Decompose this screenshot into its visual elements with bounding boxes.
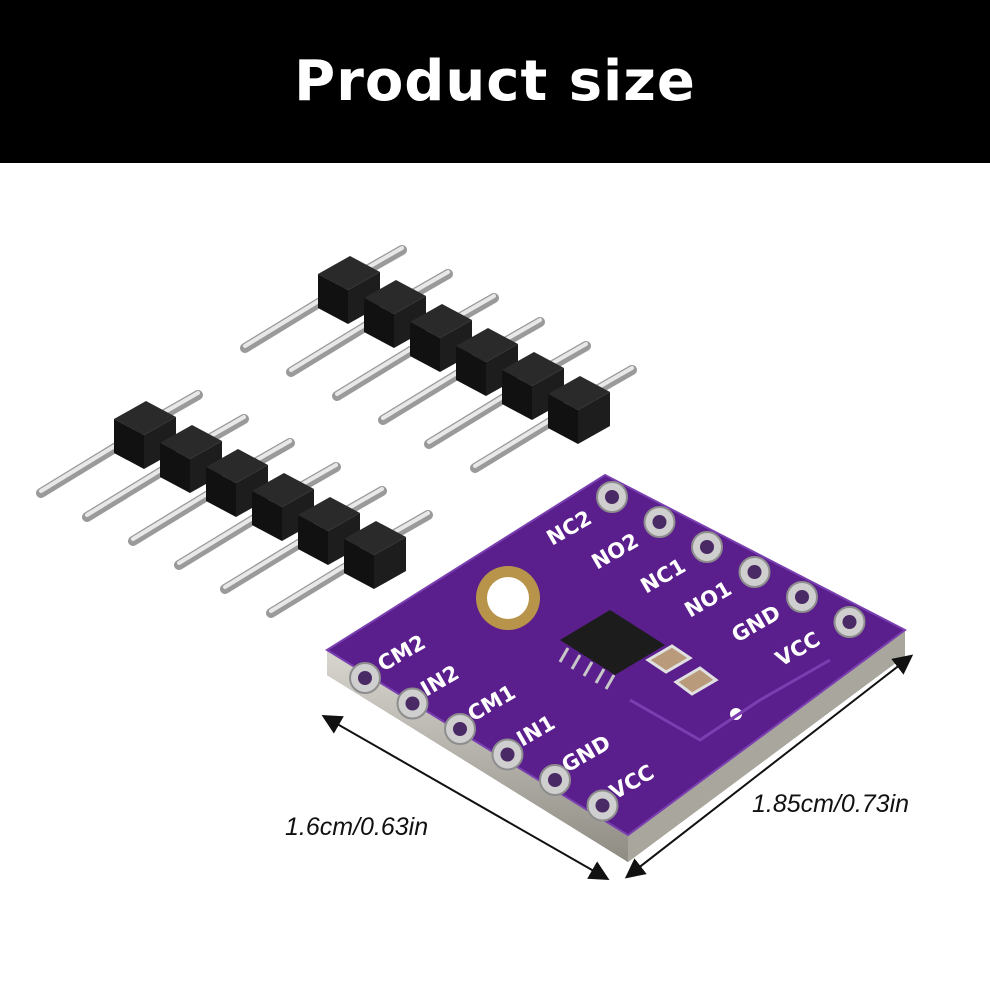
- solder-pad: [643, 506, 676, 538]
- header-pin: [378, 317, 545, 425]
- solder-pad: [491, 738, 524, 771]
- solder-pad: [396, 687, 429, 720]
- header-pin: [286, 269, 453, 377]
- header-pin: [220, 486, 387, 594]
- pin-header-strip: [240, 245, 637, 473]
- dimension-width: 1.6cm/0.63in: [285, 715, 610, 880]
- solder-pad: [596, 481, 628, 513]
- length-label: 1.85cm/0.73in: [752, 790, 909, 818]
- header-pin: [36, 390, 203, 498]
- header-pin: [424, 341, 591, 449]
- solder-pad: [833, 606, 866, 638]
- header-pin: [266, 510, 433, 618]
- pin-header-strip: [36, 390, 433, 618]
- dimension-length: 1.85cm/0.73in: [624, 654, 914, 879]
- title-banner: Product size: [0, 0, 990, 163]
- header-pin: [128, 438, 295, 546]
- header-pin: [332, 293, 499, 401]
- solder-pad: [786, 581, 818, 613]
- header-pin: [470, 365, 637, 473]
- solder-pad: [738, 556, 771, 588]
- solder-pad: [691, 531, 723, 563]
- page-title: Product size: [294, 49, 696, 114]
- width-label: 1.6cm/0.63in: [285, 813, 428, 841]
- header-pin: [82, 414, 249, 522]
- solder-pad: [349, 662, 381, 694]
